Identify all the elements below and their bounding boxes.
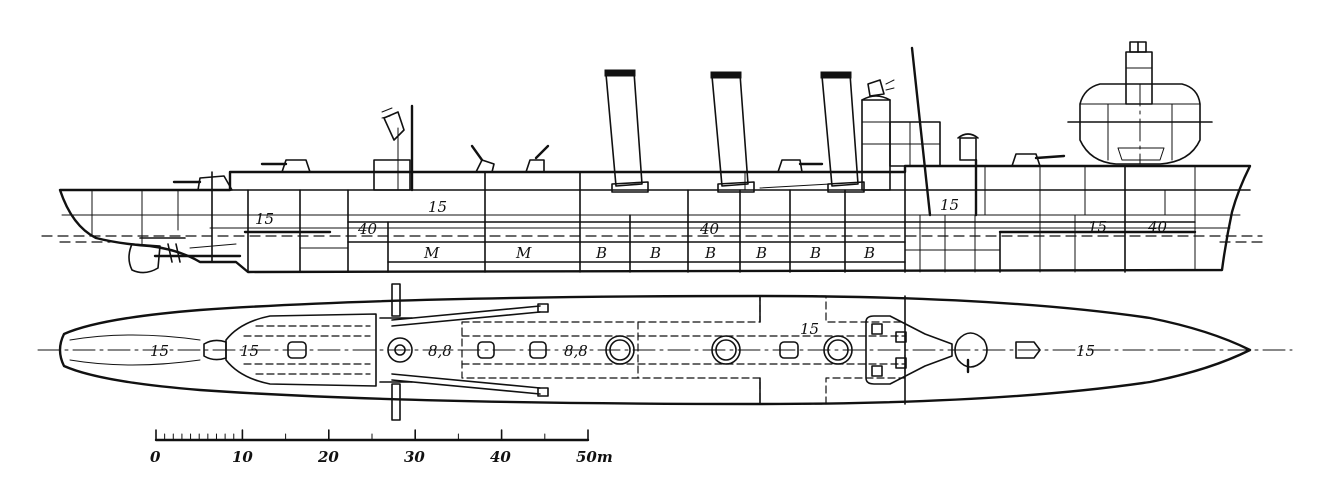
compartment-label-2: M — [515, 244, 532, 262]
plan-armor-label-2: 15 — [240, 342, 259, 360]
foremast — [910, 46, 932, 217]
plan-booms — [379, 283, 549, 421]
side-armor-label-5: 15 — [940, 196, 959, 214]
plan-armor-label-4: 8,8 — [564, 342, 588, 360]
side-armor-label-3: 40 — [357, 220, 378, 238]
funnel-3-base — [827, 181, 865, 193]
gun-mid — [777, 159, 803, 173]
gun-fwd — [1011, 153, 1041, 167]
plan-armor-label-1: 15 — [150, 342, 169, 360]
compartment-label-4: B — [649, 244, 661, 262]
scale-tick-label-30: 30 — [404, 448, 425, 466]
searchlight-fwd — [867, 79, 885, 97]
guns — [172, 144, 1066, 191]
bow-view — [1067, 41, 1213, 165]
funnel-2 — [711, 73, 749, 187]
bow-view-funnel — [1125, 51, 1153, 105]
side-armor-label-6: 15 — [1088, 218, 1107, 236]
compartment-label-6: B — [755, 244, 767, 262]
funnel-1 — [605, 71, 643, 187]
scale-tick-label-20: 20 — [317, 448, 339, 466]
plan-central-section — [461, 295, 906, 405]
scale-bar: 0 10 20 30 40 50m — [150, 429, 613, 466]
scale-tick-label-40: 40 — [490, 448, 511, 466]
gun-aa-1 — [475, 159, 495, 173]
scale-tick-label-10: 10 — [232, 448, 253, 466]
scale-tick-label-50: 50m — [576, 448, 613, 466]
scale-bar-ticks — [155, 429, 589, 441]
plan-mounts — [387, 332, 1041, 374]
side-elevation: 15 15 40 40 15 15 40 M M B B B B B B — [41, 41, 1263, 274]
bridge-top — [861, 95, 891, 101]
compartment-label-8: B — [863, 244, 875, 262]
funnel-3-cap — [820, 71, 852, 79]
side-armor-label-2: 15 — [428, 198, 447, 216]
side-armor-label-1: 15 — [255, 210, 274, 228]
funnel-2-base — [717, 181, 755, 193]
boat — [759, 183, 831, 189]
bulkheads — [91, 165, 1196, 273]
plan-aft-deckhouse — [225, 313, 377, 387]
funnel-3 — [821, 73, 859, 187]
plan-hatch-1 — [287, 341, 307, 359]
hull-outline — [58, 164, 1252, 274]
plan-view: 15 15 8,8 8,8 15 15 — [37, 283, 1293, 421]
plan-bridge — [865, 315, 953, 385]
side-armor-label-7: 40 — [1147, 218, 1168, 236]
compartment-label-5: B — [704, 244, 716, 262]
forward-deckhouse — [861, 99, 891, 191]
funnel-1-cap — [604, 69, 636, 77]
funnel-2-cap — [710, 71, 742, 79]
compartment-label-1: M — [423, 244, 440, 262]
rudder-and-propellers — [128, 237, 242, 274]
plan-armor-label-5: 15 — [800, 320, 819, 338]
gun-aa-2 — [525, 159, 545, 173]
plan-stern-line-1 — [69, 334, 201, 341]
searchlight-aft — [383, 111, 405, 141]
plan-armor-label-3: 8,8 — [428, 342, 452, 360]
fwd-searchlight — [959, 137, 977, 161]
compartment-label-7: B — [809, 244, 821, 262]
plan-aft-armor-hatching — [243, 325, 371, 375]
side-armor-label-4: 40 — [699, 220, 720, 238]
aft-deckhouse — [373, 159, 411, 191]
compartment-label-3: B — [595, 244, 607, 262]
plan-hull-outline — [58, 294, 1252, 406]
plan-stern-line-2 — [69, 359, 201, 366]
funnels — [604, 69, 865, 193]
funnel-1-base — [611, 181, 649, 193]
gun-aft-1 — [281, 159, 311, 173]
gun-stern — [197, 175, 233, 191]
scale-tick-label-0: 0 — [150, 448, 161, 466]
masts — [381, 46, 979, 217]
plan-armor-label-6: 15 — [1076, 342, 1095, 360]
